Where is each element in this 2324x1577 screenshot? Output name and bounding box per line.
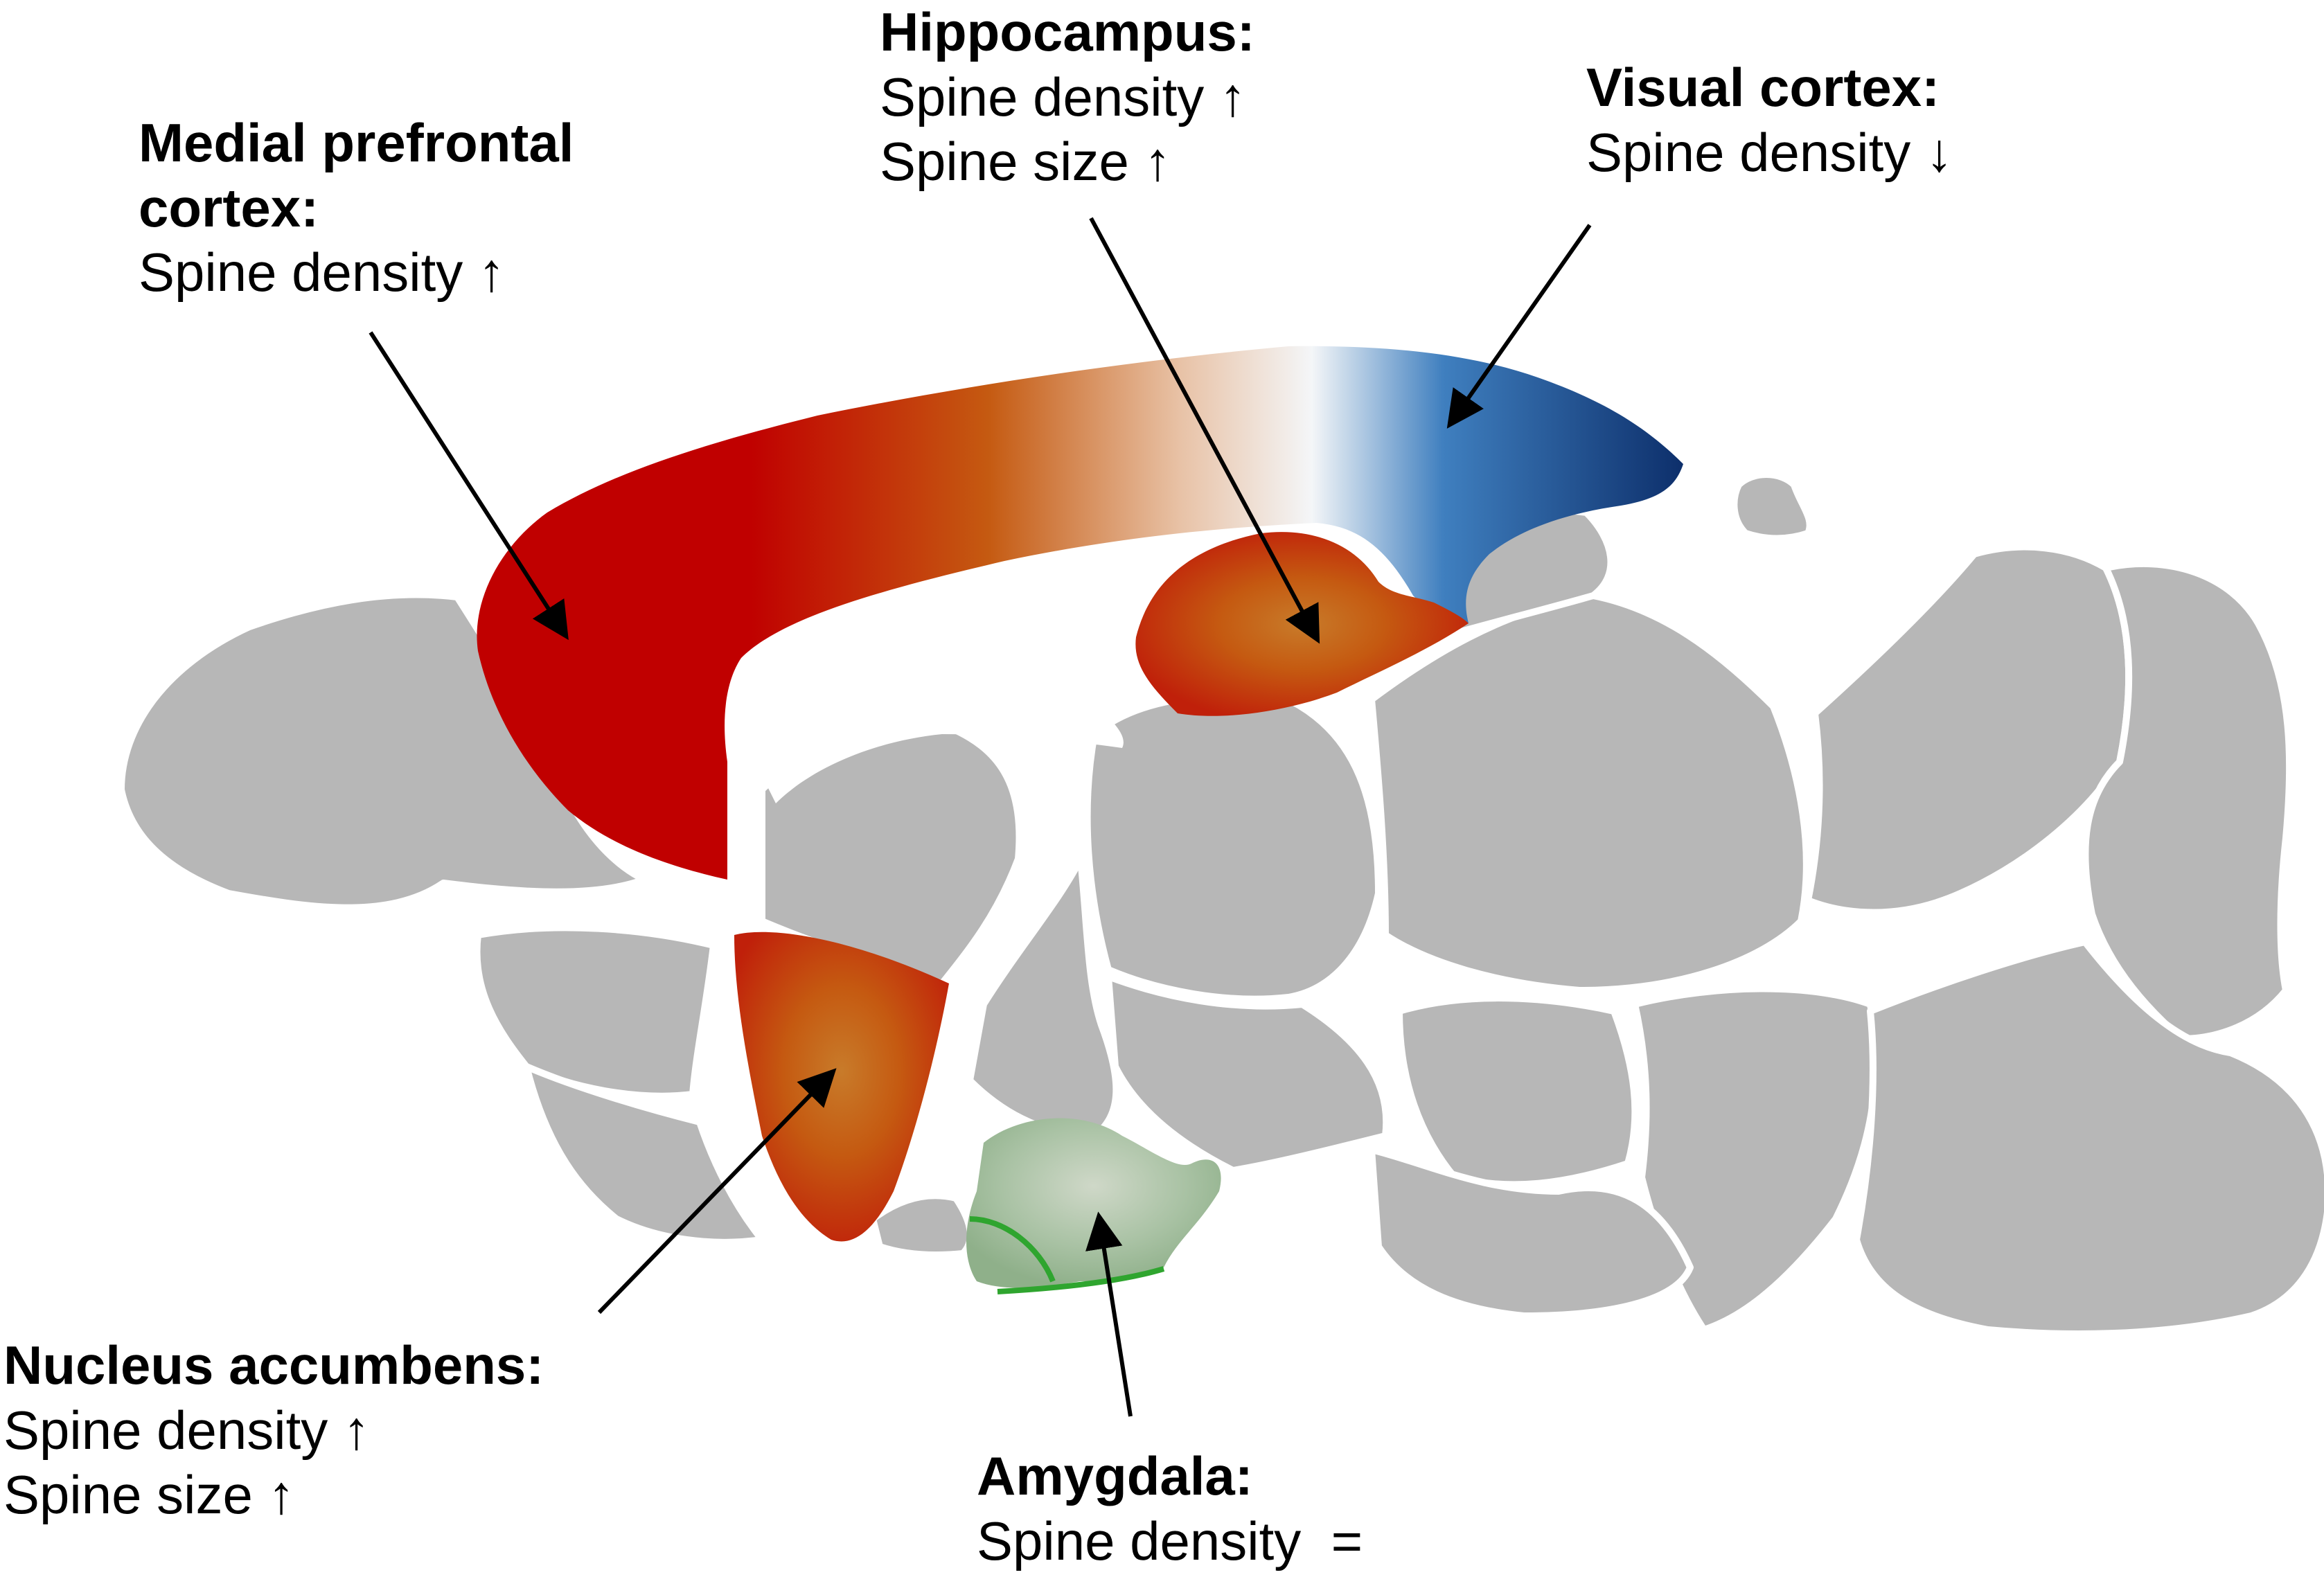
pons — [1396, 995, 1639, 1188]
label-mpfc: Medial prefrontal cortex: Spine density … — [139, 111, 574, 305]
nucleus-accumbens-region — [734, 932, 949, 1242]
arrow-hippocampus — [1089, 217, 1320, 644]
cerebellum — [2082, 560, 2294, 1042]
label-amygdala-title: Amygdala: — [977, 1445, 1253, 1506]
label-hippocampus-effect-2: Spine size ↑ — [880, 131, 1171, 193]
hypothalamus — [1105, 973, 1390, 1174]
arrow-nac — [597, 1068, 837, 1315]
midbrain — [1368, 592, 1810, 994]
label-hippocampus: Hippocampus: Spine density ↑ Spine size … — [880, 0, 1255, 195]
label-amygdala-effect-1: Spine density = — [977, 1510, 1363, 1571]
arrows — [369, 217, 1592, 1417]
arrow-amygdala — [1085, 1211, 1133, 1417]
olfactory-bulb — [118, 591, 648, 911]
label-hippocampus-title: Hippocampus: — [880, 1, 1255, 62]
label-mpfc-title-line2: cortex: — [139, 177, 319, 238]
label-mpfc-effect-1: Spine density ↑ — [139, 242, 505, 303]
anterior-olfactory — [473, 924, 717, 1100]
brainstem-lower — [1368, 1146, 1694, 1319]
label-nac-effect-2: Spine size ↑ — [3, 1464, 295, 1526]
label-visual-title: Visual cortex: — [1586, 57, 1940, 118]
thalamus — [1083, 692, 1382, 1003]
medulla — [1631, 985, 1879, 1333]
label-nucleus-accumbens: Nucleus accumbens: Spine density ↑ Spine… — [3, 1333, 544, 1528]
amygdala-bottom-edge — [997, 1266, 1165, 1294]
cerebellum-upper — [1804, 543, 2133, 916]
pineal — [1730, 471, 1813, 542]
preoptic — [869, 1192, 974, 1258]
label-amygdala: Amygdala: Spine density = — [977, 1444, 1363, 1574]
label-mpfc-title: Medial prefrontal — [139, 112, 574, 173]
label-hippocampus-effect-1: Spine density ↑ — [880, 66, 1246, 127]
arrow-visual — [1446, 224, 1592, 429]
arrow-mpfc — [369, 331, 569, 641]
ventricle-gap — [734, 651, 1124, 803]
label-visual-cortex: Visual cortex: Spine density ↓ — [1586, 55, 1953, 185]
cortex-band — [477, 346, 1683, 880]
brain-tissue — [118, 471, 2324, 1337]
amygdala-edge — [969, 1216, 1056, 1283]
cerebellum-posterior — [1853, 938, 2324, 1337]
label-nac-effect-1: Spine density ↑ — [3, 1399, 370, 1461]
orbital-region — [523, 1063, 765, 1246]
label-visual-effect-1: Spine density ↓ — [1586, 121, 1953, 183]
label-nac-title: Nucleus accumbens: — [3, 1335, 544, 1396]
